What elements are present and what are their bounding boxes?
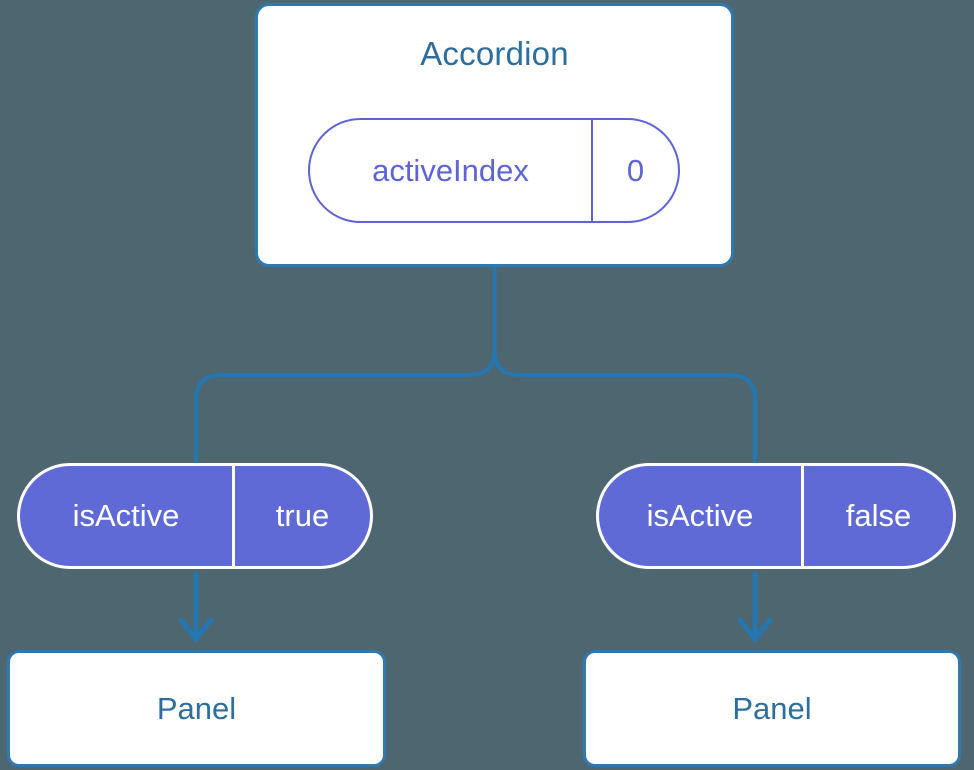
prop-value-label: false <box>845 498 912 533</box>
state-value-label: 0 <box>626 152 645 188</box>
prop-key-label: isActive <box>599 466 804 566</box>
prop-value-label: true <box>275 498 330 533</box>
prop-pill-is-active-true: isActive true <box>17 463 373 569</box>
accordion-state-pill: activeIndex 0 <box>308 118 680 223</box>
panel-component-card-left: Panel <box>7 650 386 767</box>
panel-component-card-right: Panel <box>583 650 961 767</box>
panel-title: Panel <box>156 690 237 726</box>
prop-pill-is-active-false: isActive false <box>596 463 956 569</box>
state-key-label: activeIndex <box>310 120 593 221</box>
panel-title: Panel <box>732 690 812 726</box>
prop-key-label: isActive <box>20 466 235 566</box>
accordion-title: Accordion <box>420 35 569 72</box>
